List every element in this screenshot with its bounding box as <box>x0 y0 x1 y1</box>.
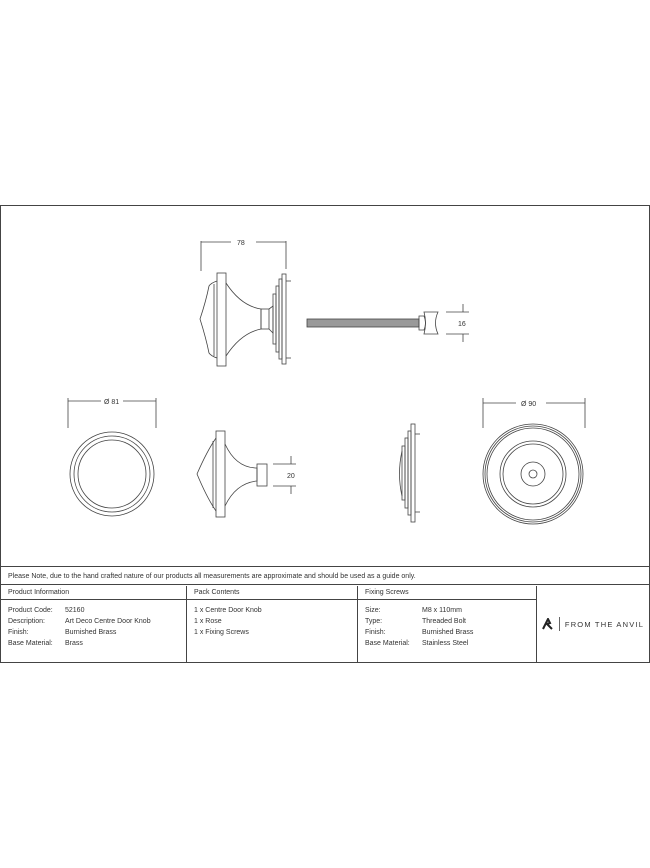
knob-side-view-2: 20 <box>196 430 296 518</box>
pack-contents-title: Pack Contents <box>187 586 357 600</box>
fixing-screws: Fixing Screws Size: M8 x 110mm Type: Threa… <box>358 586 537 662</box>
info-value: Burnished Brass <box>65 629 117 636</box>
rose-side-view <box>399 423 420 523</box>
screw-value: M8 x 110mm <box>422 607 462 614</box>
info-row: Finish: Burnished Brass <box>8 627 186 638</box>
screw-label: Type: <box>365 618 383 625</box>
brand-name: FROM THE ANVIL <box>564 619 645 629</box>
info-label: Base Material: <box>8 640 53 647</box>
pack-contents: Pack Contents 1 x Centre Door Knob 1 x R… <box>187 586 358 662</box>
brand-logo: FROM THE ANVIL <box>537 586 649 662</box>
dim-knob-diameter: Ø 81 <box>104 399 119 406</box>
info-value: Art Deco Centre Door Knob <box>65 618 151 625</box>
info-label: Product Code: <box>8 607 53 614</box>
info-row: Description: Art Deco Centre Door Knob <box>8 616 186 627</box>
pack-item: 1 x Fixing Screws <box>194 629 249 636</box>
pack-item: 1 x Centre Door Knob <box>194 607 262 614</box>
knob-side-view: 78 <box>199 240 291 367</box>
anvil-logo-icon <box>542 618 553 630</box>
pack-item: 1 x Rose <box>194 618 222 625</box>
dim-rose-diameter: Ø 90 <box>521 401 536 408</box>
product-information: Product Information Product Code: 52160 D… <box>1 586 187 662</box>
screw-row: Base Material: Stainless Steel <box>365 638 536 649</box>
info-row: Base Material: Brass <box>8 638 186 649</box>
screw-value: Stainless Steel <box>422 640 469 647</box>
screw-value: Burnished Brass <box>422 629 474 636</box>
rose-front-view: Ø 90 <box>482 398 586 525</box>
info-value: 52160 <box>65 607 85 614</box>
screw-label: Size: <box>365 607 381 614</box>
screw-side-view: 16 <box>306 304 469 342</box>
screw-value: Threaded Bolt <box>422 618 466 625</box>
logo-divider <box>558 617 560 631</box>
info-label: Description: <box>8 618 45 625</box>
dim-knob-length: 78 <box>237 240 245 247</box>
info-row: Product Code: 52160 <box>8 605 186 616</box>
info-value: Brass <box>65 640 83 647</box>
screw-label: Base Material: <box>365 640 410 647</box>
screw-row: Type: Threaded Bolt <box>365 616 536 627</box>
technical-drawing: 78 16 Ø 81 <box>67 240 586 525</box>
fixing-screws-title: Fixing Screws <box>358 586 536 600</box>
product-information-title: Product Information <box>1 586 186 600</box>
dim-neck: 20 <box>287 473 295 480</box>
screw-row: Size: M8 x 110mm <box>365 605 536 616</box>
measurement-note: Please Note, due to the hand crafted nat… <box>1 566 649 585</box>
info-label: Finish: <box>8 629 29 636</box>
drawing-sheet: 78 16 Ø 81 <box>0 205 650 663</box>
screw-row: Finish: Burnished Brass <box>365 627 536 638</box>
knob-front-view: Ø 81 <box>67 398 157 517</box>
screw-label: Finish: <box>365 629 386 636</box>
dim-screw-head: 16 <box>458 321 466 328</box>
